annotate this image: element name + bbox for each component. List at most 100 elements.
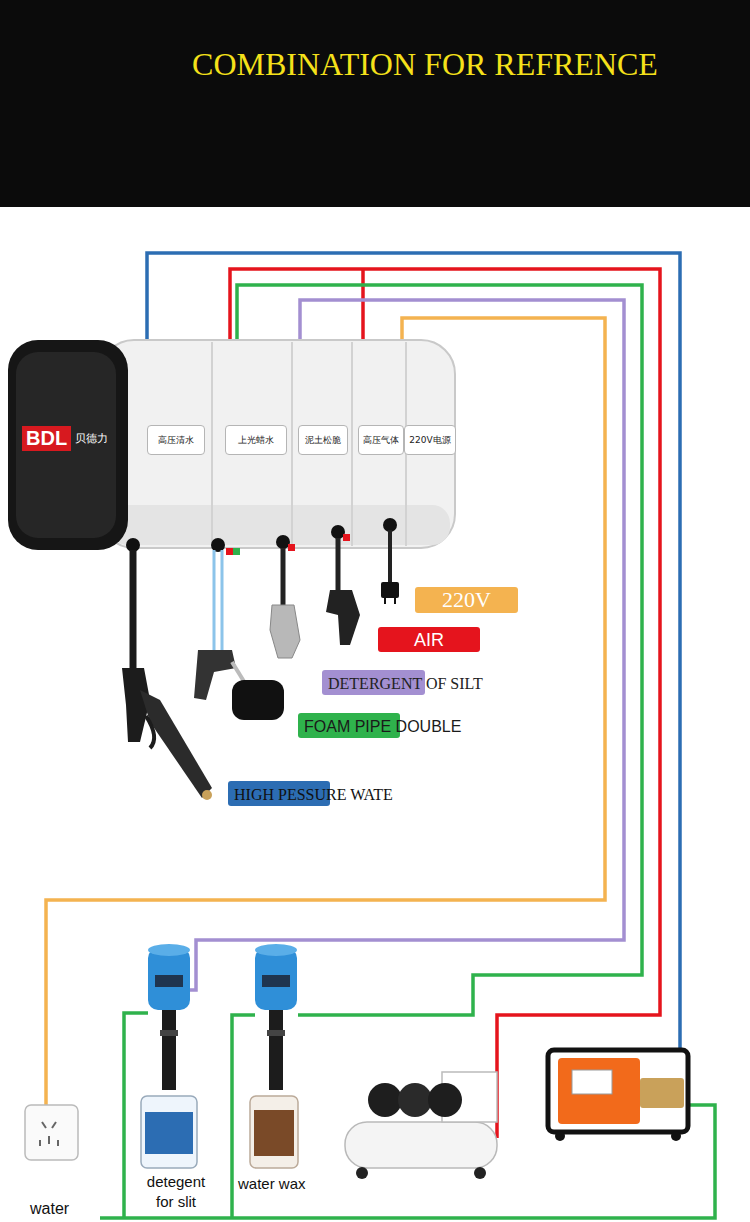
- reel-housing: [212, 342, 406, 546]
- air-compressor: [345, 1072, 497, 1179]
- reel-housing: [100, 340, 455, 548]
- dosing-pump: [162, 1010, 176, 1090]
- high-pressure-gun: [202, 790, 212, 800]
- foam-gun: [232, 680, 284, 720]
- high-pressure-gun: [130, 550, 137, 672]
- air-gun: [326, 590, 360, 645]
- module-label: 上光蜡水: [238, 434, 274, 447]
- wall-socket: [40, 1122, 58, 1146]
- pressure-washer: [548, 1050, 688, 1141]
- module-label-window: 高压清水: [147, 425, 205, 455]
- high-pressure-gun: [140, 690, 212, 798]
- hose-outlet: [126, 518, 397, 552]
- inlet-label-box: water: [30, 1199, 92, 1219]
- silt-gun: [288, 544, 295, 551]
- dosing-pump: [148, 944, 190, 956]
- reel-housing: [8, 340, 455, 550]
- title-box: COMBINATION FOR REFRENCE: [100, 46, 750, 83]
- dosing-pump: [262, 975, 290, 987]
- dosing-pump: [255, 948, 297, 1010]
- air-compressor: [474, 1167, 486, 1179]
- chemical-bottle: [145, 1112, 193, 1154]
- hose-outlet: [383, 518, 397, 532]
- power-plug: [381, 582, 399, 598]
- air-compressor: [398, 1083, 432, 1117]
- hose-outlet: [331, 525, 345, 539]
- pressure-washer: [640, 1078, 684, 1108]
- power-plug: [388, 530, 392, 582]
- title: COMBINATION FOR REFRENCE: [192, 46, 658, 82]
- legend-text: AIR: [414, 631, 444, 649]
- pressure-washer: [572, 1070, 612, 1094]
- foam-gun: [214, 550, 222, 652]
- legend-text: HIGH PESSURE WATE: [234, 787, 393, 803]
- bottle-label: detegent for slit: [147, 1173, 205, 1210]
- module-label-window: 高压气体: [358, 425, 404, 455]
- dosing-pump: [255, 944, 297, 956]
- brand-logo: BDL: [22, 426, 71, 451]
- wall-socket: [25, 1105, 78, 1160]
- pressure-washer: [548, 1050, 688, 1132]
- supply-line: [46, 318, 605, 1105]
- foam-gun: [233, 548, 240, 555]
- supply-line: [46, 253, 715, 1218]
- bottle-label: water wax: [238, 1175, 306, 1192]
- hose-reel-unit: BDL 贝德力 高压清水 上光蜡水 泥土松脆 高压气体 220V电源: [8, 338, 455, 550]
- reel-housing: [16, 352, 116, 538]
- pressure-washer: [555, 1131, 565, 1141]
- legend-item: 220V: [415, 587, 518, 613]
- power-plug: [385, 598, 395, 604]
- foam-gun: [194, 548, 284, 720]
- hose-outlet: [211, 538, 225, 552]
- chemical-bottle: [254, 1110, 294, 1156]
- chemical-bottle: [141, 1096, 197, 1168]
- air-gun: [343, 534, 350, 541]
- dosing-pump: [148, 944, 297, 1090]
- module-label-window: 泥土松脆: [298, 425, 348, 455]
- legend-item: FOAM PIPE DOUBLE: [298, 713, 464, 738]
- reel-housing: [8, 340, 128, 550]
- pressure-washer: [558, 1058, 640, 1124]
- silt-gun: [270, 544, 300, 658]
- dosing-pump: [155, 975, 183, 987]
- silt-gun: [281, 548, 286, 606]
- power-plug: [381, 530, 399, 604]
- silt-gun: [270, 605, 300, 658]
- dosing-pump: [267, 1030, 285, 1036]
- air-gun: [336, 538, 341, 592]
- hose-outlet: [126, 538, 140, 552]
- hose-outlet: [276, 535, 290, 549]
- module-label: 高压清水: [158, 434, 194, 447]
- legend-item: HIGH PESSURE WATE: [228, 781, 395, 806]
- legend-text: DETERGENT OF SILT: [328, 676, 483, 692]
- dosing-pump: [269, 1010, 283, 1090]
- high-pressure-gun: [146, 716, 154, 748]
- foam-gun: [194, 650, 236, 700]
- wall-socket: [25, 1105, 78, 1160]
- module-label: 泥土松脆: [305, 434, 341, 447]
- module-label: 220V电源: [409, 434, 450, 447]
- air-gun: [326, 534, 360, 645]
- foam-gun: [226, 548, 233, 555]
- module-label-window: 上光蜡水: [225, 425, 287, 455]
- pressure-washer: [671, 1131, 681, 1141]
- module-label: 高压气体: [363, 434, 399, 447]
- dosing-pump: [160, 1030, 178, 1036]
- legend-item: AIR: [378, 627, 480, 652]
- dosing-pump: [148, 948, 190, 1010]
- title-band: [0, 0, 750, 207]
- chemical-bottle: [141, 1096, 298, 1168]
- module-label-window: 220V电源: [404, 425, 456, 455]
- air-compressor: [345, 1122, 497, 1168]
- brand-name: 贝德力: [75, 431, 108, 446]
- legend-item: DETERGENT OF SILT: [322, 670, 485, 695]
- bottle-label-box: water wax: [238, 1174, 324, 1194]
- air-compressor: [428, 1083, 462, 1117]
- chemical-bottle: [250, 1096, 298, 1168]
- air-compressor: [368, 1083, 402, 1117]
- legend-text: FOAM PIPE DOUBLE: [304, 719, 461, 735]
- air-compressor: [356, 1167, 368, 1179]
